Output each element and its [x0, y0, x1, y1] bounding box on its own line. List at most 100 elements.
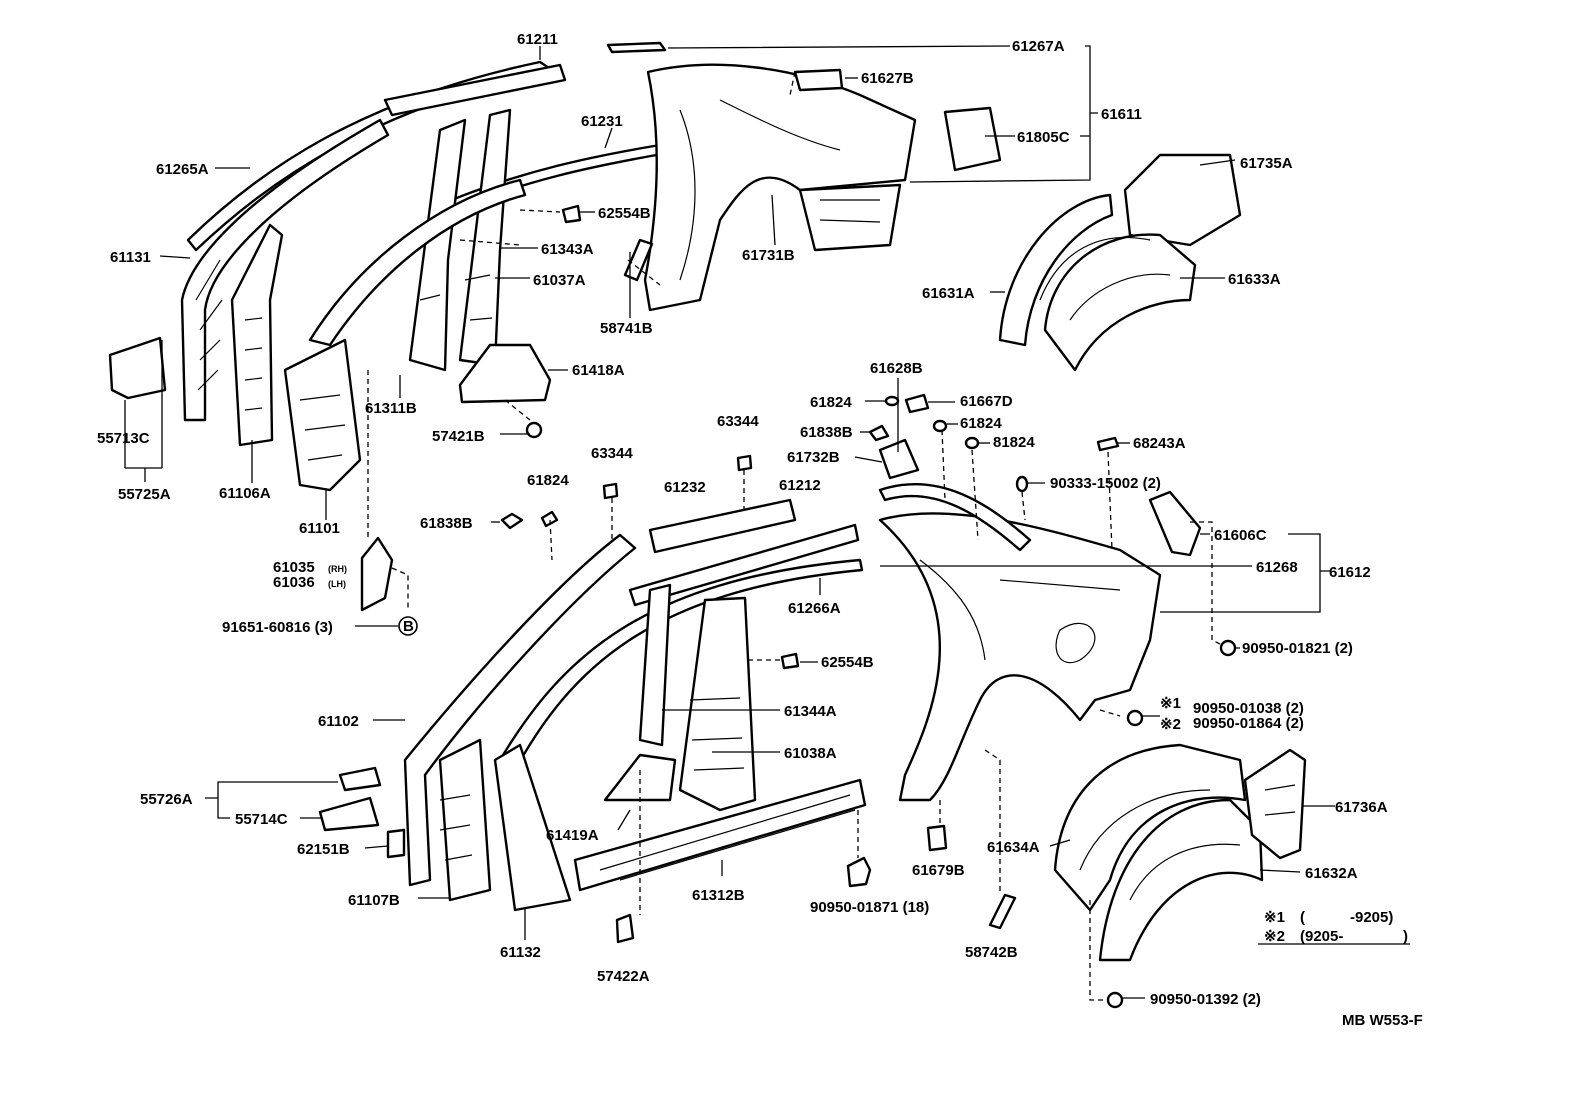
label-90333-15002: 90333-15002 (2)	[1050, 475, 1161, 492]
part-61736A-outline	[1243, 748, 1307, 860]
legend-row2-range: (9205-	[1300, 928, 1343, 945]
part-61838B-r-outline	[868, 424, 890, 442]
label-55725A: 55725A	[118, 486, 171, 503]
part-61344A-outline	[638, 583, 672, 747]
part-90950-01038-outline	[1126, 709, 1144, 727]
part-61667D-outline	[904, 393, 930, 414]
label-55714C: 55714C	[235, 811, 288, 828]
label-61232: 61232	[664, 479, 706, 496]
label-61035-suffix: (RH)	[328, 564, 347, 574]
part-shapes	[108, 41, 1307, 1009]
part-61838B-l-outline	[500, 512, 524, 530]
footer-code: MB W553-F	[1342, 1012, 1423, 1029]
part-61037A-outline	[458, 108, 512, 367]
label-63344-a: 63344	[717, 413, 759, 430]
label-61107B: 61107B	[348, 892, 400, 909]
label-55713C: 55713C	[97, 430, 150, 447]
part-61824-a-outline	[884, 395, 900, 407]
part-61735A-outline	[1123, 153, 1242, 247]
label-61036-suffix: (LH)	[328, 579, 346, 589]
label-61343A: 61343A	[541, 241, 594, 258]
label-61606C: 61606C	[1214, 527, 1267, 544]
label-61267A: 61267A	[1012, 38, 1065, 55]
part-61038A-outline	[678, 596, 757, 812]
legend-row1-range: -9205)	[1350, 909, 1393, 926]
label-90950-01821: 90950-01821 (2)	[1242, 640, 1353, 657]
part-58742B-outline	[988, 893, 1017, 930]
part-61634A-outline	[1053, 743, 1247, 912]
part-61418A-outline	[458, 343, 552, 404]
part-63344b-outline	[602, 482, 619, 500]
legend-row2-close: )	[1403, 928, 1408, 945]
label-61231: 61231	[581, 113, 623, 130]
label-55726A: 55726A	[140, 791, 193, 808]
part-61106A-outline	[230, 223, 284, 447]
label-57421B: 57421B	[432, 428, 485, 445]
label-62151B: 62151B	[297, 841, 350, 858]
label-61824-b: 61824	[960, 415, 1002, 432]
label-61634A: 61634A	[987, 839, 1040, 856]
part-58741B-outline	[623, 238, 654, 282]
part-61212-outline	[628, 523, 860, 607]
part-61266A-outline	[498, 558, 864, 772]
label-68243A: 68243A	[1133, 435, 1186, 452]
part-90333-outline	[1015, 475, 1029, 493]
label-61679B: 61679B	[912, 862, 965, 879]
label-61131: 61131	[110, 249, 151, 266]
part-61627B-outline	[793, 68, 844, 92]
legend-row2-mark: ※2	[1264, 928, 1285, 945]
label-star1: ※1	[1160, 695, 1181, 712]
label-61838B-left: 61838B	[420, 515, 473, 532]
label-58741B: 58741B	[600, 320, 653, 337]
part-61267A-outline	[606, 41, 667, 54]
label-61632A: 61632A	[1305, 865, 1358, 882]
label-61037A: 61037A	[533, 272, 586, 289]
part-61731B-outline	[798, 183, 902, 252]
part-61824-c-outline	[540, 510, 559, 528]
part-61035-outline	[360, 536, 394, 612]
label-90950-01392: 90950-01392 (2)	[1150, 991, 1261, 1008]
label-81824: 81824	[993, 434, 1035, 451]
label-61731B: 61731B	[742, 247, 795, 264]
label-61268: 61268	[1256, 559, 1298, 576]
part-61311B-outline	[308, 178, 527, 347]
label-61311B: 61311B	[365, 400, 417, 417]
part-61419A-outline	[603, 753, 677, 802]
part-55726A-outline	[338, 766, 382, 792]
part-61612-outline	[878, 512, 1162, 802]
label-61612: 61612	[1329, 564, 1371, 581]
label-61212: 61212	[779, 477, 821, 494]
part-detail-lines	[195, 99, 1296, 901]
part-90950-01821-outline	[1219, 639, 1237, 657]
part-61131-outline	[180, 118, 390, 422]
label-circle-b: B	[403, 618, 414, 635]
label-61344A: 61344A	[784, 703, 837, 720]
leader-lines	[124, 45, 1410, 999]
label-91651-60816: 91651-60816 (3)	[222, 619, 333, 636]
label-61732B: 61732B	[787, 449, 840, 466]
part-90950-01871-outline	[846, 856, 872, 888]
part-61343A-outline	[408, 118, 467, 372]
part-61102-outline	[403, 533, 637, 887]
label-61611: 61611	[1101, 106, 1142, 123]
label-61265A: 61265A	[156, 161, 209, 178]
part-63344a-outline	[736, 454, 753, 472]
reference-circle-b	[398, 616, 418, 636]
label-61419A: 61419A	[546, 827, 599, 844]
part-61805C-outline	[943, 106, 1002, 172]
label-61312B: 61312B	[692, 887, 745, 904]
part-81824-outline	[964, 436, 980, 450]
part-61631A-outline	[998, 193, 1114, 347]
label-61735A: 61735A	[1240, 155, 1293, 172]
label-61631A: 61631A	[922, 285, 975, 302]
label-61035: 61035	[273, 559, 315, 576]
label-90950-01038: 90950-01038 (2)	[1193, 700, 1304, 717]
label-61038A: 61038A	[784, 745, 837, 762]
part-61732B-outline	[878, 438, 920, 480]
part-61268-outline	[878, 482, 1032, 552]
label-62554B-top: 62554B	[598, 205, 651, 222]
part-62554B-mid-outline	[780, 652, 800, 670]
part-61633A-outline	[1043, 233, 1197, 372]
